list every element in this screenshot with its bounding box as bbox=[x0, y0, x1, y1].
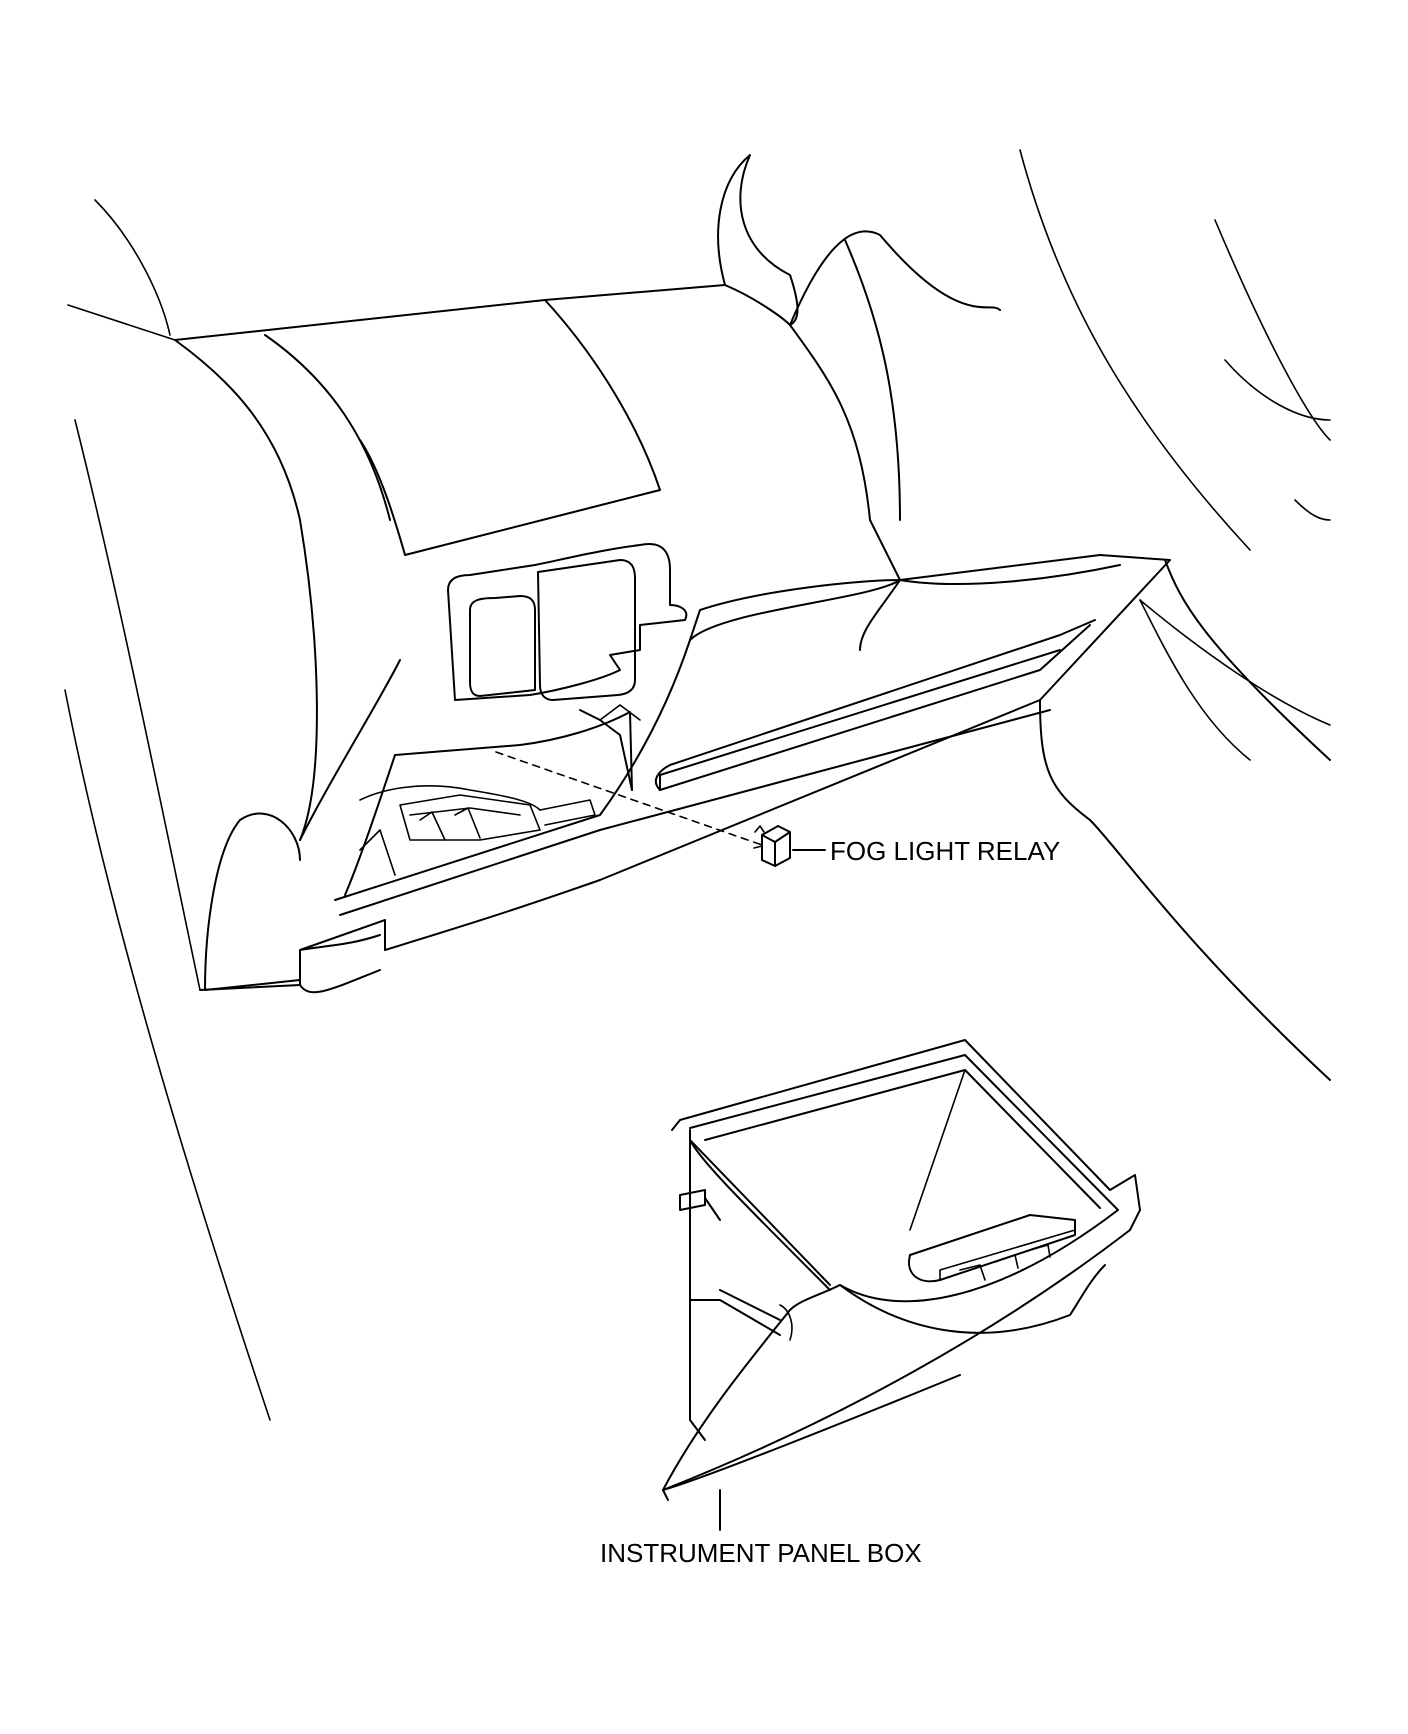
left-pillar-lines bbox=[64, 199, 271, 1421]
switch-panel bbox=[447, 543, 688, 701]
fog-light-relay-part bbox=[753, 825, 791, 867]
relay-guide-dashed-line bbox=[495, 751, 763, 846]
steering-wheel-lines bbox=[1019, 149, 1331, 761]
instrument-panel-box-label: INSTRUMENT PANEL BOX bbox=[600, 1538, 922, 1568]
instrument-panel-box-part bbox=[662, 1039, 1141, 1501]
dashboard-upper bbox=[174, 154, 1001, 841]
instrument-panel-lower bbox=[199, 554, 1331, 1081]
fog-light-relay-label: FOG LIGHT RELAY bbox=[830, 836, 1060, 866]
